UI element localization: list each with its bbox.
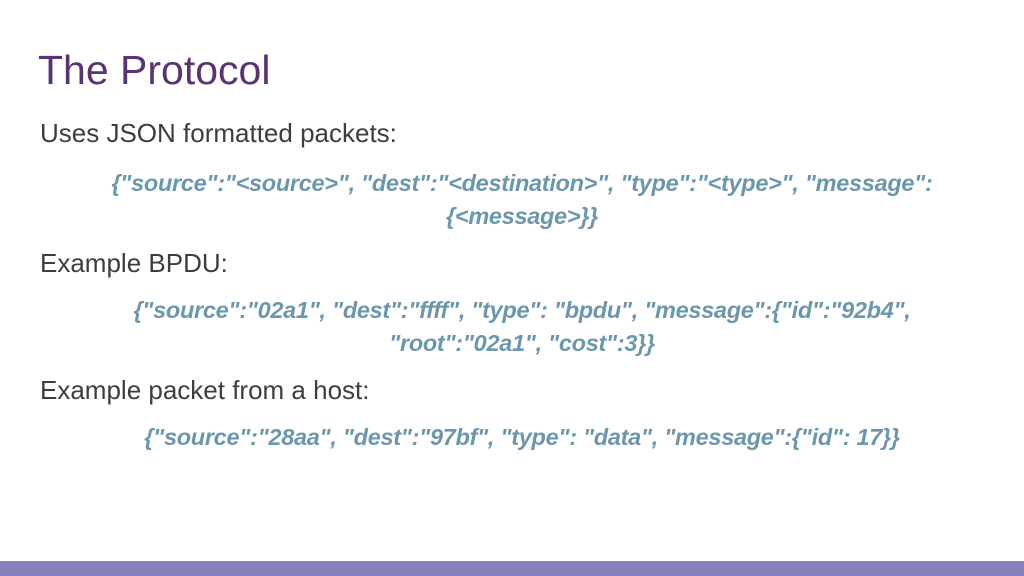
code-example-bpdu: {"source":"02a1", "dest":"ffff", "type":… bbox=[133, 297, 911, 356]
footer-accent-bar bbox=[0, 561, 1024, 576]
body-line-example-host-packet: Example packet from a host: bbox=[40, 375, 370, 405]
body-line-example-bpdu: Example BPDU: bbox=[40, 248, 228, 278]
code-packet-format: {"source":"<source>", "dest":"<destinati… bbox=[111, 170, 933, 229]
code-example-host-packet: {"source":"28aa", "dest":"97bf", "type":… bbox=[144, 424, 900, 450]
body-line-uses-json: Uses JSON formatted packets: bbox=[40, 118, 397, 148]
slide-title: The Protocol bbox=[38, 47, 271, 94]
